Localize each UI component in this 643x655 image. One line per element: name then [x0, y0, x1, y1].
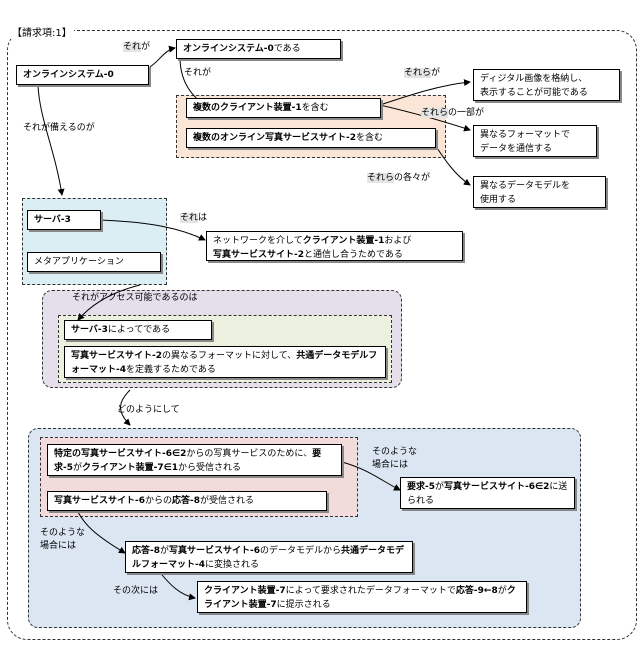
- node-client-multi: 複数のクライアント装置-1を含む: [186, 98, 381, 118]
- node-present: クライアント装置-7によって要求されたデータフォーマットで応答-9←8がクライア…: [197, 581, 527, 613]
- label-sorera-ichibu: それらの一部が: [421, 108, 485, 118]
- label-sore-wa: それは: [180, 213, 208, 223]
- label-sonoyouna-2: そのような場合には: [40, 528, 86, 551]
- node-server-3: サーバ-3: [27, 210, 101, 230]
- label-dono-you: どのようにして: [117, 405, 180, 415]
- label-sonoyouna-1: そのような場合には: [372, 447, 418, 470]
- node-network: ネットワークを介してクライアント装置-1および写真サービスサイト-2と通信し合う…: [206, 231, 463, 261]
- label-sorera-ga: それらが: [404, 68, 441, 78]
- label-sorera-onoono: それらの各々が: [367, 173, 431, 183]
- label-sore-ga-2: それが: [184, 68, 212, 78]
- claim-frame: [7, 30, 637, 640]
- node-online-system-0: オンラインシステム-0: [16, 65, 149, 85]
- node-online-system-0-is: オンラインシステム-0である: [176, 39, 341, 59]
- node-photo-multi: 複数のオンライン写真サービスサイト-2を含む: [186, 128, 436, 148]
- label-sono-tsugi: その次には: [113, 586, 159, 596]
- label-sore-ga-1: それが: [123, 42, 151, 52]
- node-diff-format: 異なるフォーマットでデータを通信する: [473, 125, 597, 157]
- node-request-sent: 要求-5が写真サービスサイト-6∈2に送られる: [400, 477, 575, 509]
- node-meta-app: メタアプリケーション: [27, 252, 161, 272]
- node-by-server: サーバ-3によってである: [64, 320, 212, 340]
- node-response-received: 写真サービスサイト-6からの応答-8が受信される: [47, 491, 327, 511]
- label-access: それがアクセス可能であるのは: [72, 293, 198, 303]
- claim-header: 【請求項:1】: [10, 24, 74, 39]
- node-convert: 応答-8が写真サービスサイト-6のデータモデルから共通データモデルフォーマット-…: [125, 541, 413, 573]
- label-sonaeru: それが備えるのが: [23, 123, 95, 133]
- node-store-display: ディジタル画像を格納し、表示することが可能である: [473, 69, 620, 101]
- node-diff-model: 異なるデータモデルを使用する: [473, 176, 606, 208]
- node-request-received: 特定の写真サービスサイト-6∈2からの写真サービスのために、要求-5がクライアン…: [47, 444, 342, 476]
- node-define-format: 写真サービスサイト-2の異なるフォーマットに対して、共通データモデルフォーマット…: [64, 346, 386, 378]
